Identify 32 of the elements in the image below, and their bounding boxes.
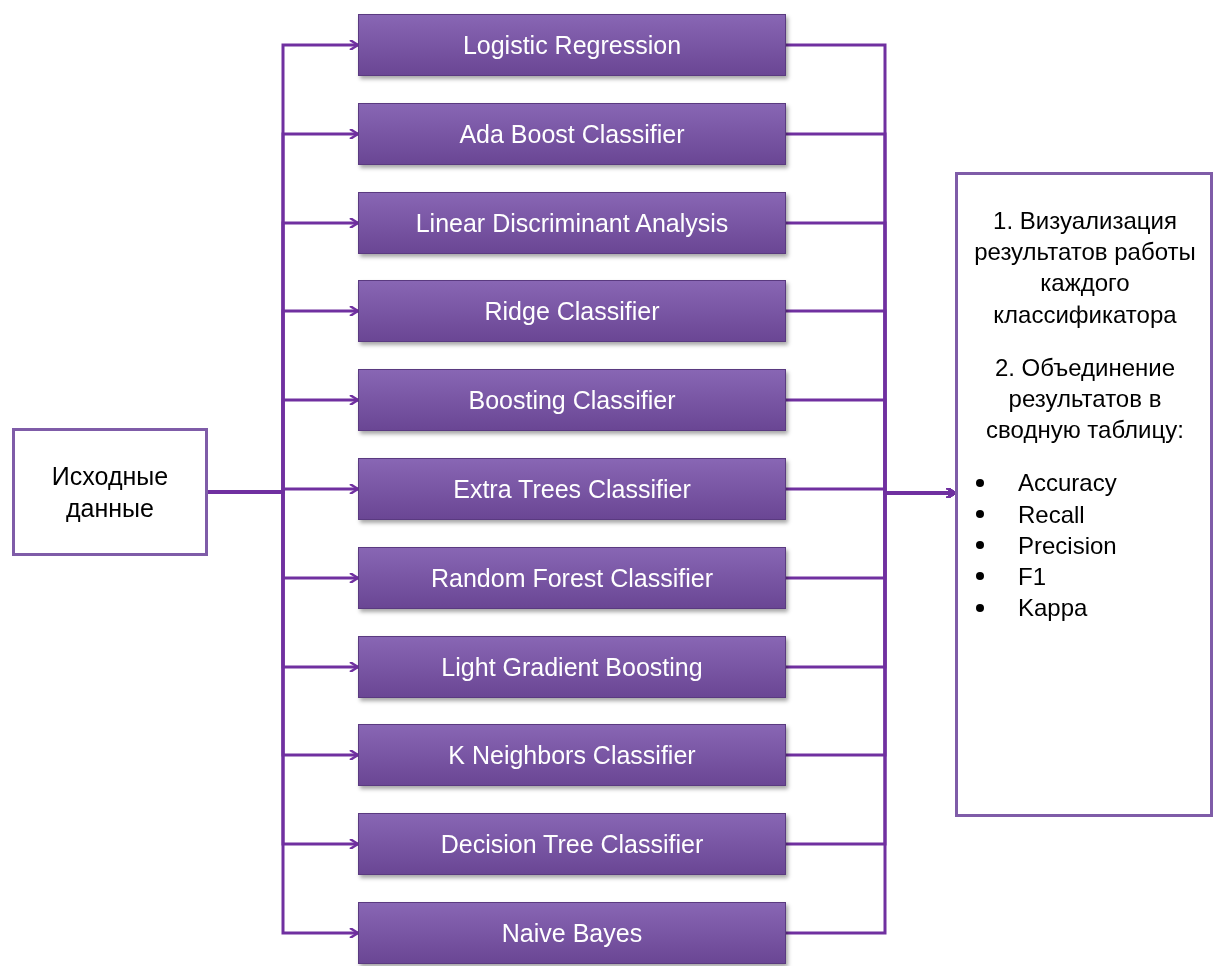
- metric-item: F1: [1018, 561, 1046, 592]
- result-text: 1. Визуализация результатов работы каждого классификатора: [973, 206, 1197, 330]
- node-label: Ridge Classifier: [484, 296, 660, 326]
- classifier-box: [358, 192, 786, 254]
- node-label: Logistic Regression: [462, 30, 682, 60]
- node-label: Random Forest Classifier: [431, 563, 713, 593]
- classifier-box: [358, 547, 786, 609]
- classifier-box: [358, 724, 786, 786]
- result-box: [955, 172, 1213, 817]
- node-label: Extra Trees Classifier: [453, 474, 691, 504]
- classifier-box: [358, 369, 786, 431]
- node-label: Исходные данные: [50, 460, 170, 524]
- node-label: K Neighbors Classifier: [448, 740, 696, 770]
- classifier-box: [358, 813, 786, 875]
- metric-item: Precision: [1018, 530, 1117, 561]
- metric-item: Recall: [1018, 499, 1085, 530]
- node-label: Linear Discriminant Analysis: [415, 208, 729, 238]
- classifier-box: [358, 458, 786, 520]
- node-label: Naive Bayes: [501, 918, 643, 948]
- metric-item: Kappa: [1018, 593, 1088, 624]
- result-text: 2. Объединение результатов в сводную таблицу:: [985, 352, 1185, 446]
- node-label: Ada Boost Classifier: [459, 119, 685, 149]
- input-box: [12, 428, 208, 556]
- classifier-box: [358, 14, 786, 76]
- classifier-box: [358, 636, 786, 698]
- classifier-box: [358, 103, 786, 165]
- metric-item: Accuracy: [1018, 468, 1117, 499]
- classifier-box: [358, 902, 786, 964]
- classifier-box: [358, 280, 786, 342]
- node-label: Light Gradient Boosting: [441, 652, 703, 682]
- node-label: Boosting Classifier: [468, 385, 676, 415]
- node-label: Decision Tree Classifier: [440, 829, 704, 859]
